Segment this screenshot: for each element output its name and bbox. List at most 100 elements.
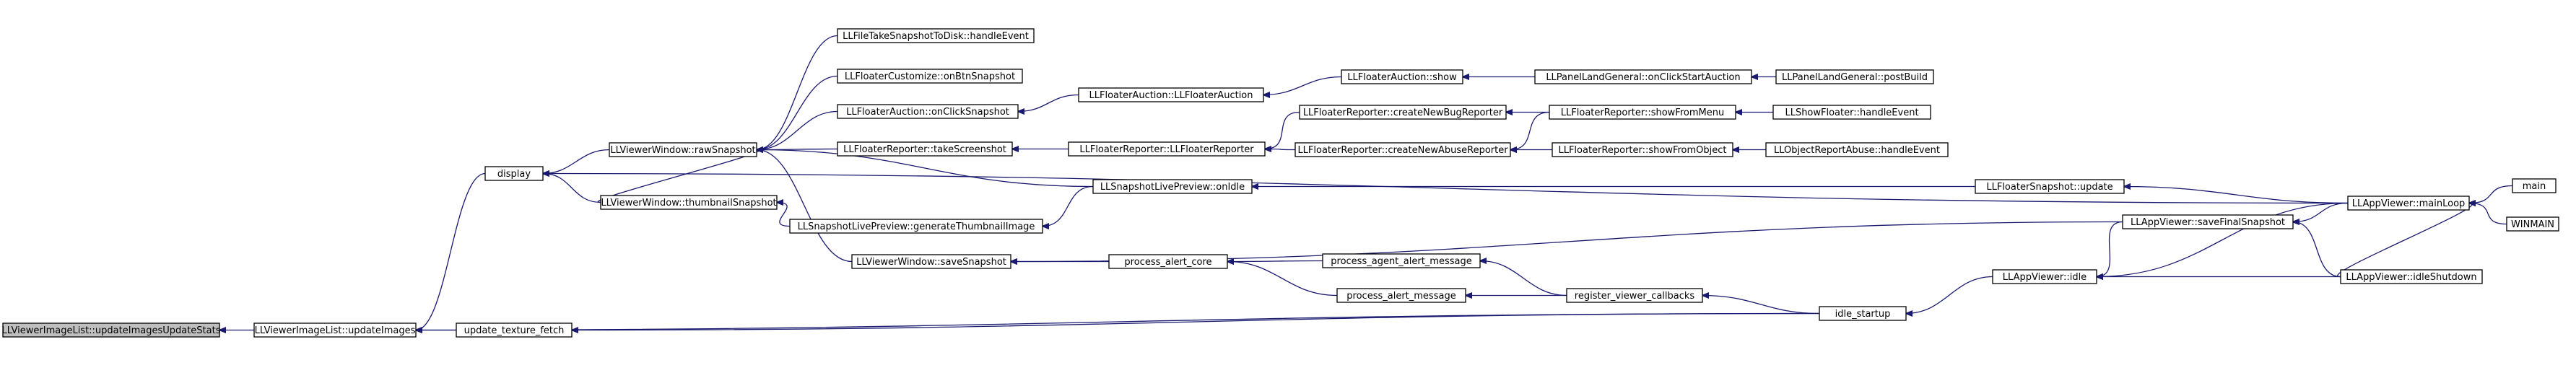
edge-n8-to-n5	[757, 75, 838, 150]
node-box	[456, 322, 573, 338]
graph-node-n35[interactable]: main	[2512, 178, 2557, 193]
node-box	[1534, 69, 1752, 84]
node-label: LLFloaterSnapshot::update	[1986, 182, 2112, 193]
graph-node-n33[interactable]: LLAppViewer::mainLoop	[2347, 196, 2470, 211]
graph-node-n36[interactable]: WINMAIN	[2506, 216, 2559, 232]
node-box	[789, 219, 1043, 234]
edge-n11-to-n6	[777, 203, 791, 227]
node-box	[2506, 216, 2559, 232]
node-box	[1341, 69, 1463, 84]
edge-n31-to-n29	[1906, 276, 1993, 314]
node-box	[1772, 105, 1931, 120]
graph-node-n21[interactable]: process_alert_message	[1336, 288, 1466, 303]
node-label: idle_startup	[1835, 309, 1891, 320]
node-label: LLAppViewer::idleShutdown	[2346, 272, 2476, 283]
graph-node-n3[interactable]: display	[484, 166, 544, 181]
node-box	[1566, 288, 1703, 303]
node-label: LLFloaterReporter::LLFloaterReporter	[1079, 144, 1254, 155]
node-box	[1765, 142, 1949, 157]
node-label: display	[497, 169, 531, 180]
graph-node-n23[interactable]: LLFloaterReporter::showFromMenu	[1549, 105, 1736, 120]
node-box	[1108, 254, 1228, 269]
graph-node-n1[interactable]: LLViewerImageList::updateImagesUpdateSta…	[1, 322, 221, 338]
graph-node-n12[interactable]: LLViewerWindow::saveSnapshot	[851, 254, 1011, 269]
node-box	[2347, 196, 2470, 211]
graph-node-n29[interactable]: idle_startup	[1819, 306, 1907, 321]
edge-n34-to-n33	[2337, 203, 2472, 278]
node-box	[253, 322, 417, 338]
edge-n17-to-n13	[1263, 76, 1342, 95]
graph-node-n28[interactable]: LLObjectReportAbuse::handleEvent	[1765, 142, 1949, 157]
node-label: LLPanelLandGeneral::onClickStartAuction	[1546, 72, 1740, 83]
node-label: LLAppViewer::mainLoop	[2352, 198, 2466, 209]
edge-n29-to-n2	[416, 312, 1820, 330]
edge-n33-to-n3	[543, 174, 2349, 204]
node-label: LLViewerImageList::updateImagesUpdateSta…	[1, 325, 220, 336]
edge-n6-to-n5	[597, 150, 759, 203]
edge-n15-to-n11	[1043, 185, 1094, 227]
node-label: LLFloaterReporter::showFromMenu	[1561, 107, 1724, 118]
graph-node-n27[interactable]: LLShowFloater::handleEvent	[1772, 105, 1931, 120]
edge-n15-to-n5	[757, 150, 1094, 188]
graph-node-n2[interactable]: LLViewerImageList::updateImages	[253, 322, 417, 338]
node-box	[1336, 288, 1466, 303]
edge-n35-to-n33	[2469, 185, 2513, 203]
graph-node-n32[interactable]: LLAppViewer::saveFinalSnapshot	[2122, 214, 2294, 229]
node-box	[1294, 142, 1511, 157]
node-label: LLAppViewer::idle	[2003, 272, 2087, 283]
node-box	[1092, 179, 1253, 194]
graph-node-n13[interactable]: LLFloaterAuction::LLFloaterAuction	[1078, 87, 1264, 102]
node-label: LLViewerImageList::updateImages	[255, 325, 416, 336]
graph-node-n5[interactable]: LLViewerWindow::rawSnapshot	[609, 142, 757, 157]
graph-node-n10[interactable]: LLFloaterReporter::takeScreenshot	[837, 141, 1013, 157]
node-box	[2340, 269, 2483, 284]
node-label: process_agent_alert_message	[1331, 256, 1471, 267]
graph-node-n19[interactable]: LLFloaterReporter::createNewAbuseReporte…	[1294, 142, 1511, 157]
graph-node-n25[interactable]: register_viewer_callbacks	[1566, 288, 1703, 303]
edge-n13-to-n9	[1018, 94, 1079, 112]
node-box	[1549, 105, 1736, 120]
node-box	[837, 28, 1035, 43]
graph-node-n11[interactable]: LLSnapshotLivePreview::generateThumbnail…	[789, 219, 1043, 234]
node-box	[600, 195, 778, 210]
node-label: LLPanelLandGeneral::postBuild	[1782, 72, 1928, 83]
graph-node-n31[interactable]: LLAppViewer::idle	[1992, 269, 2097, 284]
graph-node-n16[interactable]: process_alert_core	[1108, 254, 1228, 269]
edge-n36-to-n33	[2469, 203, 2507, 225]
edge-n5-to-n3	[543, 149, 610, 174]
node-label: LLFileTakeSnapshotToDisk::handleEvent	[843, 31, 1029, 42]
graph-node-n7[interactable]: LLFileTakeSnapshotToDisk::handleEvent	[837, 28, 1035, 43]
node-label: LLFloaterReporter::takeScreenshot	[843, 144, 1006, 155]
edge-n19-to-n14	[1265, 149, 1296, 150]
node-label: LLFloaterAuction::show	[1347, 72, 1457, 83]
graph-node-n24[interactable]: LLFloaterReporter::showFromObject	[1552, 142, 1733, 157]
graph-node-n15[interactable]: LLSnapshotLivePreview::onIdle	[1092, 179, 1253, 194]
edge-n29-to-n4	[572, 312, 1820, 330]
graph-node-n34[interactable]: LLAppViewer::idleShutdown	[2340, 269, 2483, 284]
graph-node-n30[interactable]: LLFloaterSnapshot::update	[1975, 179, 2125, 194]
graph-node-n8[interactable]: LLFloaterCustomize::onBtnSnapshot	[837, 69, 1023, 84]
node-box	[484, 166, 544, 181]
node-box	[2122, 214, 2294, 229]
graph-node-n9[interactable]: LLFloaterAuction::onClickSnapshot	[837, 104, 1019, 119]
node-box	[1068, 141, 1266, 157]
node-box	[2512, 178, 2557, 193]
edge-n3-to-n2	[416, 172, 486, 330]
node-label: LLFloaterReporter::showFromObject	[1558, 145, 1726, 156]
edge-n33-to-n30	[2124, 187, 2349, 204]
graph-node-n18[interactable]: LLFloaterReporter::createNewBugReporter	[1299, 105, 1507, 120]
graph-node-n6[interactable]: LLViewerWindow::thumbnailSnapshot	[600, 195, 778, 210]
graph-node-n26[interactable]: LLPanelLandGeneral::postBuild	[1775, 69, 1934, 84]
edge-n29-to-n25	[1702, 296, 1820, 315]
edge-n33-to-n32	[2293, 202, 2349, 222]
graph-node-n17[interactable]: LLFloaterAuction::show	[1341, 69, 1463, 84]
graph-node-n22[interactable]: LLPanelLandGeneral::onClickStartAuction	[1534, 69, 1752, 84]
graph-node-n20[interactable]: process_agent_alert_message	[1322, 253, 1481, 268]
node-box	[837, 69, 1023, 84]
node-box	[2, 322, 220, 338]
node-box	[1992, 269, 2097, 284]
node-layer: LLViewerImageList::updateImagesUpdateSta…	[1, 28, 2559, 338]
node-label: LLObjectReportAbuse::handleEvent	[1774, 145, 1940, 156]
graph-node-n4[interactable]: update_texture_fetch	[456, 322, 573, 338]
graph-node-n14[interactable]: LLFloaterReporter::LLFloaterReporter	[1068, 141, 1266, 157]
